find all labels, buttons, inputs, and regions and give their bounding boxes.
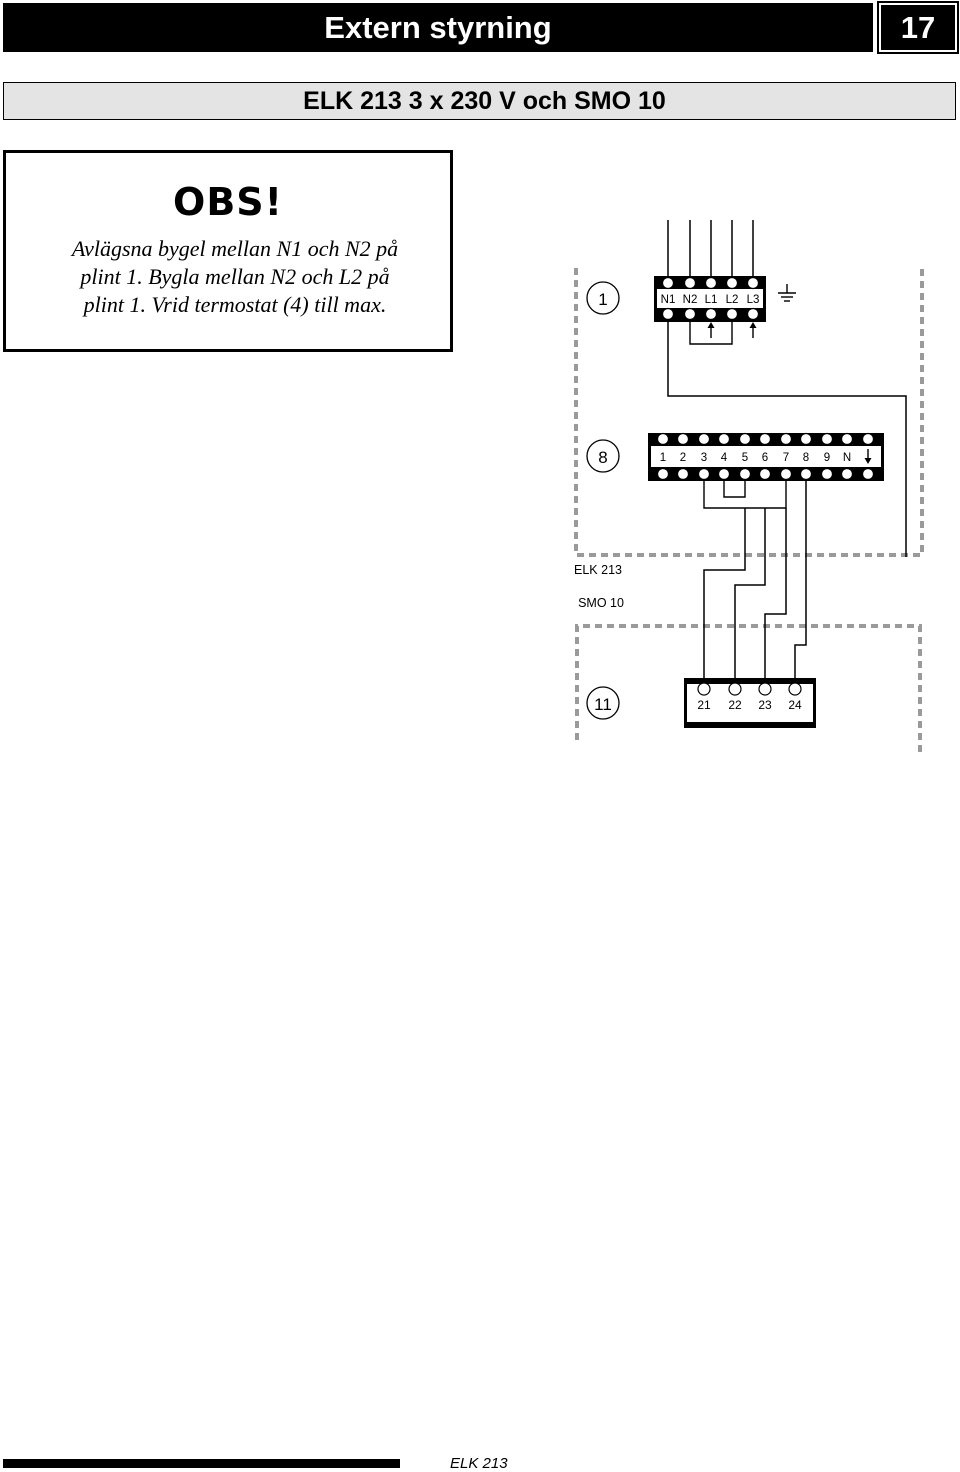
terminal-label: 1 bbox=[660, 452, 666, 464]
control-wires bbox=[703, 480, 807, 686]
terminal-label: 6 bbox=[762, 452, 768, 464]
bridge-block-8 bbox=[703, 480, 787, 509]
terminal-block-1-number: 1 bbox=[598, 290, 607, 309]
page-number: 17 bbox=[877, 1, 959, 54]
terminal-label: 9 bbox=[824, 452, 830, 464]
terminal-label: 2 bbox=[680, 452, 686, 464]
terminal-label: 7 bbox=[783, 452, 789, 464]
section-subtitle-text: ELK 213 3 x 230 V och SMO 10 bbox=[303, 86, 666, 115]
terminal-label: 8 bbox=[803, 452, 809, 464]
section-subtitle: ELK 213 3 x 230 V och SMO 10 bbox=[3, 82, 956, 120]
terminal-label: N2 bbox=[683, 294, 698, 306]
terminal-block-11-number: 11 bbox=[594, 695, 612, 714]
notice-line: Avlägsna bygel mellan N1 och N2 på bbox=[71, 236, 399, 261]
arrow-down-icon bbox=[864, 449, 872, 464]
terminal-block-8-callout bbox=[586, 439, 620, 473]
smo10-unit-outline bbox=[575, 624, 922, 752]
terminal-label: L1 bbox=[705, 294, 718, 306]
notice-title: OBS! bbox=[173, 180, 283, 224]
terminal-block-11-callout bbox=[586, 686, 620, 720]
terminal-block-11: 21 22 23 24 bbox=[684, 678, 816, 728]
terminal-label: L3 bbox=[747, 294, 760, 306]
terminal-block-8: 1 2 3 4 5 6 7 8 9 N bbox=[648, 432, 884, 481]
footer-rule bbox=[3, 1459, 400, 1468]
terminal-label: 23 bbox=[758, 698, 772, 712]
terminal-label: 3 bbox=[701, 452, 707, 464]
supply-wires bbox=[667, 220, 754, 277]
notice-line: plint 1. Bygla mellan N2 och L2 på bbox=[80, 264, 390, 289]
page-header: Extern styrning bbox=[3, 3, 873, 52]
terminal-label: N1 bbox=[661, 294, 676, 306]
page-title: Extern styrning bbox=[324, 9, 552, 45]
terminal-label: 24 bbox=[788, 698, 802, 712]
unit-outlines bbox=[574, 268, 924, 752]
bridge-n2-l2 bbox=[689, 320, 733, 345]
notice-box: OBS! Avlägsna bygel mellan N1 och N2 på … bbox=[3, 150, 453, 352]
terminal-label: 21 bbox=[697, 698, 711, 712]
notice-line: plint 1. Vrid termostat (4) till max. bbox=[83, 292, 387, 317]
earth-icon bbox=[778, 284, 796, 302]
arrow-up-icon bbox=[707, 322, 715, 338]
unit-label-elk213: ELK 213 bbox=[574, 563, 622, 577]
elk213-unit-outline bbox=[574, 268, 924, 557]
terminal-block-8-number: 8 bbox=[598, 448, 607, 467]
terminal-block-1: N1 N2 L1 L2 L3 bbox=[654, 276, 766, 322]
unit-label-smo10: SMO 10 bbox=[578, 596, 624, 610]
wire-n1 bbox=[667, 320, 907, 557]
notice-text: Avlägsna bygel mellan N1 och N2 på plint… bbox=[30, 235, 440, 319]
terminal-label: L2 bbox=[726, 294, 739, 306]
terminal-label: 5 bbox=[742, 452, 748, 464]
terminal-label: 4 bbox=[721, 452, 728, 464]
terminal-label: 22 bbox=[728, 698, 742, 712]
footer-label: ELK 213 bbox=[450, 1455, 508, 1472]
terminal-label: N bbox=[843, 452, 851, 464]
terminal-block-1-callout bbox=[586, 281, 620, 315]
arrow-up-icon bbox=[749, 322, 757, 338]
